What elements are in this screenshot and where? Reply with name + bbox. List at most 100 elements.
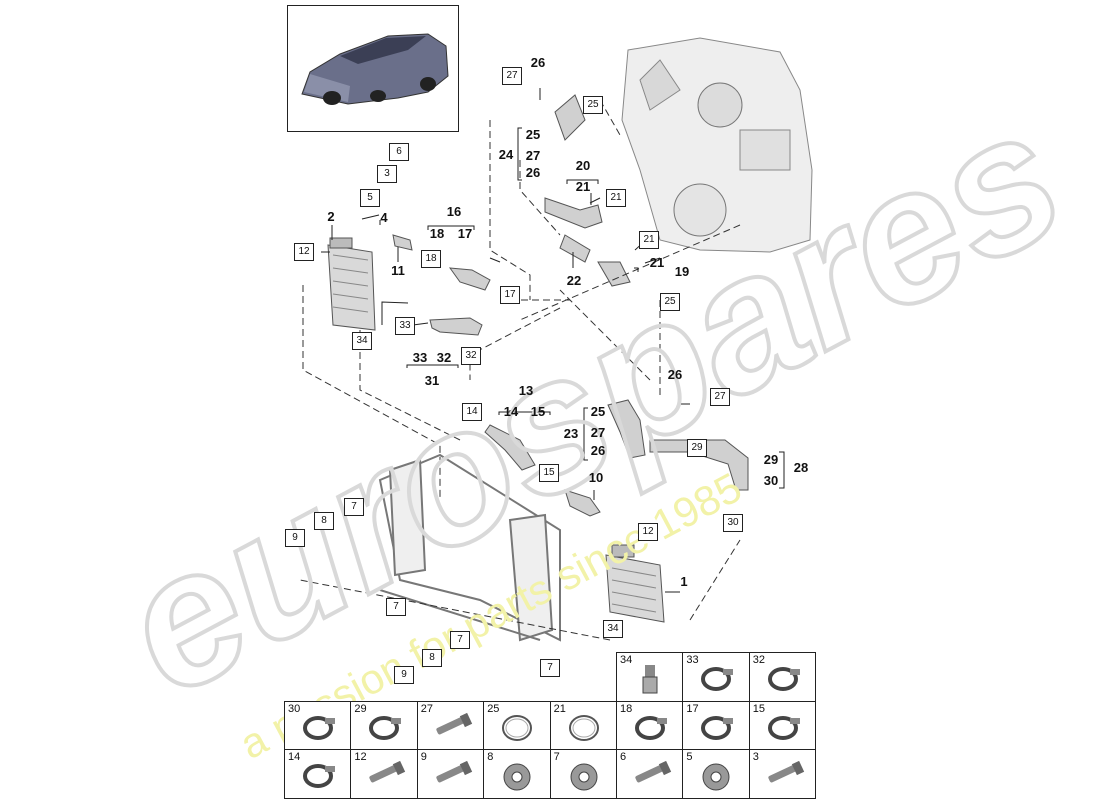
callout-9: 9 bbox=[394, 666, 414, 684]
callout-16: 16 bbox=[446, 204, 462, 219]
callout-26: 26 bbox=[525, 165, 541, 180]
vehicle-thumbnail bbox=[287, 5, 459, 132]
callout-14: 14 bbox=[503, 404, 519, 419]
callout-27: 27 bbox=[502, 67, 522, 85]
parts-grid-cell-30: 30 bbox=[284, 700, 352, 750]
callout-25: 25 bbox=[583, 96, 603, 114]
callout-15: 15 bbox=[539, 464, 559, 482]
parts-grid-cell-number: 12 bbox=[354, 751, 367, 763]
parts-grid-cell-34: 34 bbox=[616, 652, 684, 702]
parts-grid-cell-number: 34 bbox=[620, 654, 633, 666]
callout-27: 27 bbox=[590, 425, 606, 440]
parts-grid-cell-number: 3 bbox=[752, 751, 759, 763]
callout-30: 30 bbox=[763, 473, 779, 488]
callout-1: 1 bbox=[680, 574, 688, 589]
parts-grid-cell-number: 17 bbox=[686, 702, 699, 715]
callout-28: 28 bbox=[793, 460, 809, 475]
callout-18: 18 bbox=[421, 250, 441, 268]
parts-grid-cell-8: 8 bbox=[483, 749, 551, 799]
callout-10: 10 bbox=[588, 470, 604, 485]
callout-29: 29 bbox=[763, 452, 779, 467]
callout-22: 22 bbox=[566, 273, 582, 288]
right-intercooler-illustration bbox=[605, 544, 665, 623]
callout-25: 25 bbox=[660, 293, 680, 311]
left-intercooler-illustration bbox=[327, 237, 376, 331]
suv-icon bbox=[301, 33, 449, 105]
parts-grid-cell-32: 32 bbox=[748, 652, 817, 702]
callout-31: 31 bbox=[424, 373, 440, 388]
parts-grid-cell-number: 21 bbox=[553, 702, 566, 715]
callout-15: 15 bbox=[530, 404, 546, 419]
callout-7: 7 bbox=[540, 659, 560, 677]
engine-block-illustration bbox=[621, 37, 813, 253]
parts-grid-cell-number: 9 bbox=[420, 751, 427, 763]
callout-20: 20 bbox=[575, 158, 591, 173]
callout-17: 17 bbox=[457, 226, 473, 241]
parts-grid-cell-14: 14 bbox=[284, 749, 352, 799]
callout-33: 33 bbox=[412, 350, 428, 365]
callout-18: 18 bbox=[429, 226, 445, 241]
callout-24: 24 bbox=[498, 147, 514, 162]
callout-30: 30 bbox=[723, 514, 743, 532]
parts-grid-cell-6: 6 bbox=[616, 749, 684, 799]
callout-5: 5 bbox=[360, 189, 380, 207]
callout-7: 7 bbox=[450, 631, 470, 649]
parts-grid-cell-number: 29 bbox=[354, 702, 367, 715]
parts-grid-cell-12: 12 bbox=[350, 749, 418, 799]
callout-9: 9 bbox=[285, 529, 305, 547]
parts-grid-cell-number: 5 bbox=[686, 751, 693, 763]
parts-grid-cell-27: 27 bbox=[416, 700, 485, 750]
callout-13: 13 bbox=[518, 383, 534, 398]
callout-19: 19 bbox=[674, 264, 690, 279]
parts-grid-cell-9: 9 bbox=[416, 749, 485, 799]
callout-8: 8 bbox=[422, 649, 442, 667]
parts-grid-cell-25: 25 bbox=[483, 700, 551, 750]
callout-32: 32 bbox=[461, 347, 481, 365]
callout-3: 3 bbox=[377, 165, 397, 183]
callout-34: 34 bbox=[352, 332, 372, 350]
callout-21: 21 bbox=[649, 255, 665, 270]
callout-25: 25 bbox=[525, 127, 541, 142]
callout-2: 2 bbox=[327, 209, 335, 224]
callout-6: 6 bbox=[389, 143, 409, 161]
parts-grid-cell-17: 17 bbox=[682, 700, 750, 750]
parts-grid-cell-number: 14 bbox=[288, 751, 301, 763]
parts-grid-cell-number: 18 bbox=[620, 702, 633, 715]
parts-grid-cell-3: 3 bbox=[748, 749, 817, 799]
parts-grid-cell-number: 32 bbox=[752, 654, 766, 666]
callout-33: 33 bbox=[395, 317, 415, 335]
callout-21: 21 bbox=[606, 189, 626, 207]
parts-grid-cell-33: 33 bbox=[682, 652, 750, 702]
callout-26: 26 bbox=[667, 367, 683, 382]
parts-grid-cell-number: 6 bbox=[620, 751, 627, 763]
callout-17: 17 bbox=[500, 286, 520, 304]
callout-23: 23 bbox=[563, 426, 579, 441]
parts-grid-cell-21: 21 bbox=[549, 700, 617, 750]
parts-grid-cell-number: 7 bbox=[553, 751, 560, 763]
callout-11: 11 bbox=[391, 263, 405, 278]
callout-25: 25 bbox=[590, 404, 606, 419]
callout-32: 32 bbox=[436, 350, 452, 365]
callout-27: 27 bbox=[525, 148, 541, 163]
callout-12: 12 bbox=[294, 243, 314, 261]
parts-grid-cell-number: 33 bbox=[686, 654, 699, 666]
callout-7: 7 bbox=[344, 498, 364, 516]
parts-grid-cell-number: 30 bbox=[288, 702, 301, 715]
parts-grid-cell-15: 15 bbox=[748, 700, 817, 750]
dashed-leader-lines bbox=[299, 99, 741, 641]
hoses-illustration bbox=[392, 94, 749, 517]
parts-grid-cell-18: 18 bbox=[616, 700, 684, 750]
parts-grid-cell-7: 7 bbox=[549, 749, 617, 799]
callout-8: 8 bbox=[314, 512, 334, 530]
callout-12: 12 bbox=[638, 523, 658, 541]
callout-34: 34 bbox=[603, 620, 623, 638]
callout-26: 26 bbox=[530, 55, 546, 70]
parts-grid-cell-number: 8 bbox=[487, 751, 494, 763]
callout-26: 26 bbox=[590, 443, 606, 458]
parts-grid-cell-number: 25 bbox=[487, 702, 500, 715]
callout-21: 21 bbox=[575, 179, 591, 194]
parts-grid-cell-5: 5 bbox=[682, 749, 750, 799]
radiator-carrier-frame-illustration bbox=[378, 453, 561, 642]
